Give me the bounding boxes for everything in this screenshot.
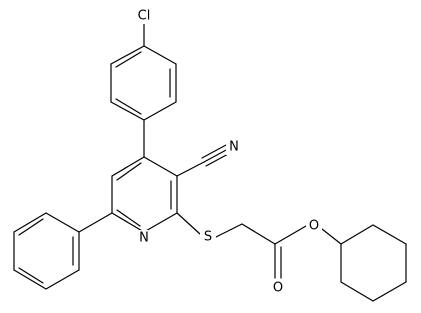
atom-n-pyridine: N bbox=[139, 231, 149, 246]
bond-pyridine-phenyl bbox=[78, 212, 113, 233]
triple-bond-cn bbox=[201, 144, 231, 167]
chlorophenyl-ring bbox=[110, 45, 177, 121]
atom-o-ester: O bbox=[309, 219, 319, 234]
cyclohexyl-ring bbox=[340, 224, 407, 302]
bond-ring-cn bbox=[176, 161, 205, 177]
atom-s: S bbox=[204, 230, 212, 245]
double-bond-co bbox=[274, 243, 282, 279]
atom-cl: Cl bbox=[138, 9, 151, 24]
bond-c-o-ester bbox=[274, 225, 307, 245]
bond-ch2-co bbox=[241, 223, 276, 245]
phenyl-ring bbox=[13, 212, 80, 290]
pyridine-ring bbox=[111, 156, 178, 233]
bond-ring-s bbox=[176, 212, 201, 235]
bond-o-cyclohexyl bbox=[321, 228, 342, 245]
atom-o-carbonyl: O bbox=[273, 281, 283, 296]
bond-s-ch2 bbox=[215, 223, 243, 238]
atom-n-cyano: N bbox=[229, 140, 239, 155]
